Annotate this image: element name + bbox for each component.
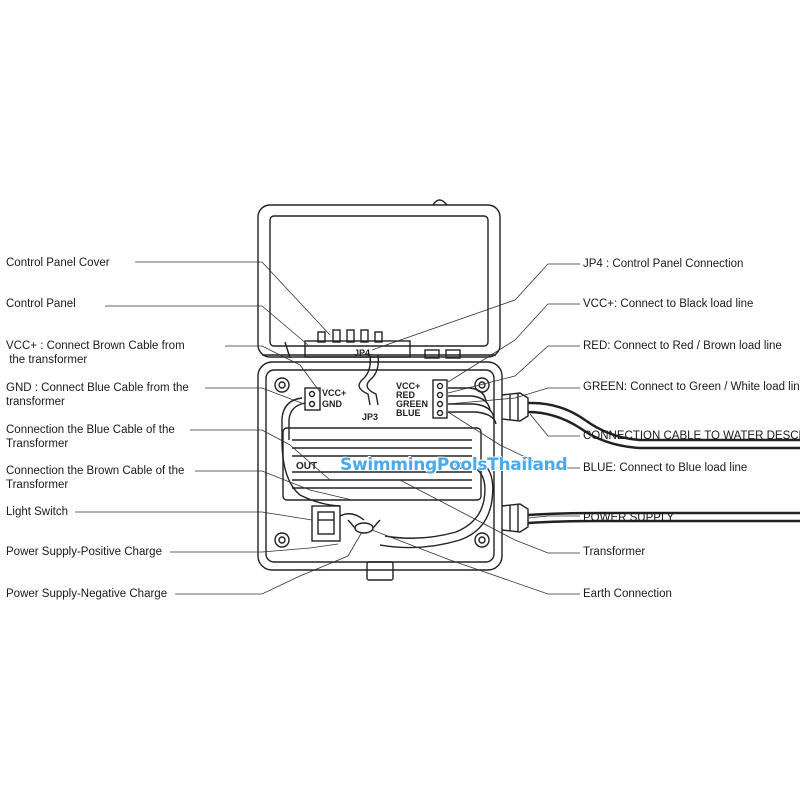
label-cable-water: CONNECTION CABLE TO WATER DESCENT	[583, 429, 800, 443]
label-line: Power Supply-Positive Charge	[6, 546, 162, 558]
label-red-load: RED: Connect to Red / Brown load line	[583, 339, 782, 353]
label-line: the transformer	[6, 354, 88, 366]
board-vcc-right: VCC+	[396, 381, 420, 391]
transformer-out-label: OUT	[296, 461, 317, 472]
board-red: RED	[396, 390, 416, 400]
board-jp4: JP4	[354, 348, 370, 358]
label-light-switch: Light Switch	[6, 505, 68, 519]
label-line: BLUE: Connect to Blue load line	[583, 462, 748, 474]
transformer-in-label: IN	[452, 461, 462, 472]
label-power-positive: Power Supply-Positive Charge	[6, 545, 162, 559]
light-switch-shape	[311, 505, 341, 542]
label-control-panel: Control Panel	[6, 297, 76, 311]
board-green: GREEN	[396, 399, 428, 409]
label-line: Control Panel Cover	[6, 257, 110, 269]
label-line: transformer	[6, 396, 65, 408]
label-line: Power Supply-Negative Charge	[6, 588, 168, 600]
board-gnd-left: GND	[322, 399, 343, 409]
label-line: JP4 : Control Panel Connection	[583, 258, 744, 270]
leader-lines	[75, 261, 580, 595]
control-panel-cover-shape	[257, 204, 501, 358]
label-blue-load: BLUE: Connect to Blue load line	[583, 461, 747, 475]
label-power-negative: Power Supply-Negative Charge	[6, 587, 167, 601]
control-panel-shape	[304, 340, 411, 358]
label-control-panel-cover: Control Panel Cover	[6, 256, 110, 270]
label-line: GREEN: Connect to Green / White load lin…	[583, 381, 800, 393]
left-terminal-shape	[304, 387, 321, 411]
label-line: Connection the Brown Cable of the	[6, 465, 185, 477]
label-line: Transformer	[6, 479, 69, 491]
label-line: GND : Connect Blue Cable from the	[6, 382, 189, 394]
label-earth-connection: Earth Connection	[583, 587, 672, 601]
label-line: Earth Connection	[583, 588, 672, 600]
board-jp3: JP3	[362, 412, 378, 422]
board-vcc-left: VCC+	[322, 388, 346, 398]
label-line: VCC+ : Connect Brown Cable from	[6, 340, 185, 352]
watermark: SwimmingPoolsThailand	[340, 455, 568, 475]
label-line: POWER SUPPLY	[583, 512, 675, 524]
label-line: Light Switch	[6, 506, 69, 518]
label-transformer: Transformer	[583, 545, 645, 559]
label-brown-cable-transformer: Connection the Brown Cable of the Transf…	[6, 464, 184, 492]
label-gnd-blue-cable: GND : Connect Blue Cable from the transf…	[6, 381, 189, 409]
label-line: CONNECTION CABLE TO WATER DESCENT	[583, 430, 800, 442]
label-vcc-black: VCC+: Connect to Black load line	[583, 297, 753, 311]
label-line: VCC+: Connect to Black load line	[583, 298, 754, 310]
label-line: Control Panel	[6, 298, 76, 310]
label-line: RED: Connect to Red / Brown load line	[583, 340, 782, 352]
label-blue-cable-transformer: Connection the Blue Cable of the Transfo…	[6, 423, 175, 451]
label-vcc-brown-cable: VCC+ : Connect Brown Cable from the tran…	[6, 339, 185, 367]
label-jp4-connection: JP4 : Control Panel Connection	[583, 257, 743, 271]
label-green-load: GREEN: Connect to Green / White load lin…	[583, 380, 800, 394]
label-line: Connection the Blue Cable of the	[6, 424, 175, 436]
label-power-supply: POWER SUPPLY	[583, 511, 674, 525]
label-line: Transformer	[583, 546, 646, 558]
transformer-shape	[282, 427, 482, 501]
right-terminal-shape	[432, 379, 448, 419]
enclosure-shape	[257, 361, 503, 571]
board-blue: BLUE	[396, 408, 421, 418]
label-line: Transformer	[6, 438, 69, 450]
